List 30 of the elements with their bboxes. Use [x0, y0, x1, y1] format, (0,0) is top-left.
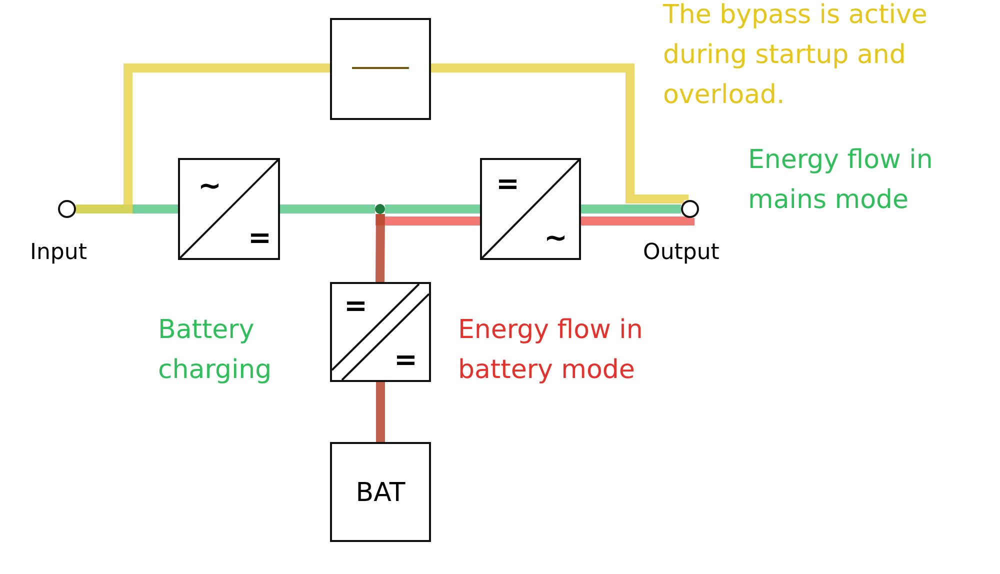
energy-flow-line	[376, 214, 480, 226]
energy-flow-line	[76, 64, 330, 214]
terminal-label: Output	[643, 240, 720, 265]
terminal-circle	[58, 200, 76, 218]
bypass-switch-box	[330, 18, 431, 120]
annotation-text: The bypass is active during startup and overload.	[663, 0, 928, 112]
energy-flow-line	[431, 64, 688, 204]
battery-label: BAT	[354, 478, 406, 508]
converter-symbol: =	[496, 170, 520, 198]
energy-flow-line	[280, 204, 375, 214]
annotation-text: Battery charging	[158, 314, 273, 387]
converter-box	[178, 158, 280, 260]
energy-flow-line	[581, 216, 694, 226]
terminal-circle	[681, 200, 699, 218]
terminal-label: Input	[30, 240, 87, 265]
energy-flow-line	[385, 204, 480, 214]
converter-symbol: =	[248, 224, 272, 252]
annotation-text: Energy flow in battery mode	[458, 314, 644, 387]
converter-symbol: =	[344, 292, 368, 320]
converter-symbol: ~	[198, 172, 222, 200]
annotation-text: Energy flow in mains mode	[748, 144, 934, 217]
converter-box	[330, 282, 431, 382]
junction-dot	[375, 204, 385, 214]
converter-symbol: =	[394, 346, 418, 374]
energy-flow-line	[376, 382, 385, 442]
energy-flow-line	[376, 214, 385, 282]
converter-symbol: ~	[544, 224, 568, 252]
battery-box	[330, 442, 431, 542]
energy-flow-line	[581, 204, 681, 214]
converter-box	[480, 158, 581, 260]
